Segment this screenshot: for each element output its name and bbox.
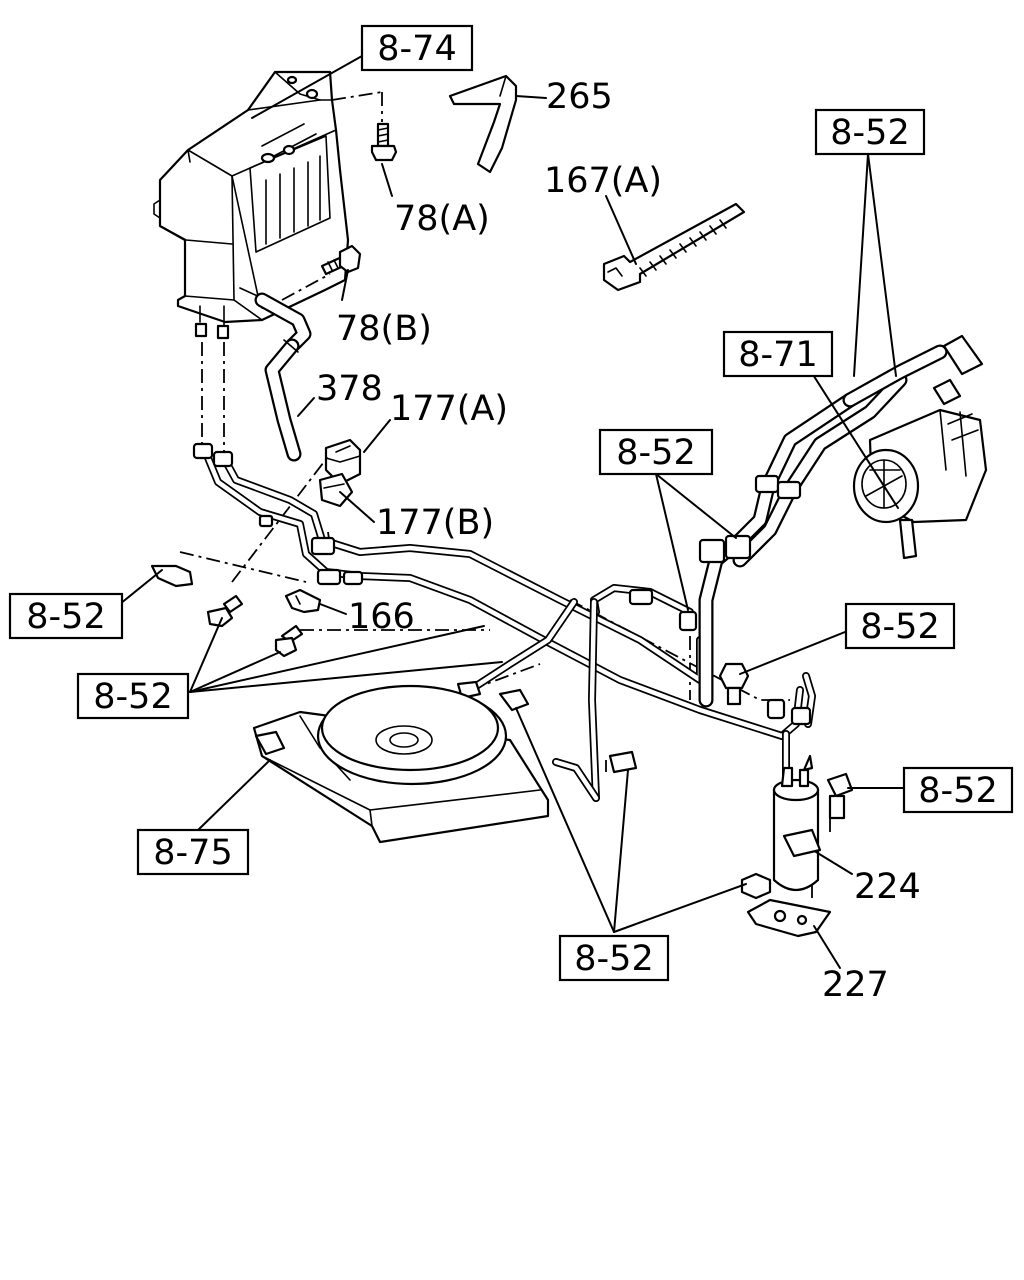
condenser-with-fan — [252, 684, 550, 844]
clip-8-52-left — [150, 564, 194, 588]
part-378-label: 378 — [316, 369, 383, 409]
nut-receiver-base — [740, 872, 772, 900]
ref-8-52-top-right-label: 8-52 — [830, 113, 909, 153]
ref-8-52-bottom-label: 8-52 — [574, 939, 653, 979]
bolt-left-a — [206, 594, 244, 628]
part-265-label: 265 — [546, 77, 613, 117]
ref-8-52-center: 8-52 — [598, 428, 714, 476]
ref-8-74-label: 8-74 — [377, 29, 456, 69]
bolt-left-b — [274, 624, 304, 658]
part-167a-label: 167(A) — [544, 161, 662, 201]
ref-8-52-right-low-label: 8-52 — [918, 771, 997, 811]
clip-166 — [284, 588, 322, 614]
ref-8-71: 8-71 — [722, 330, 834, 378]
ref-8-74: 8-74 — [360, 24, 474, 72]
bolt-receiver-bracket — [718, 662, 750, 706]
part-78a-label: 78(A) — [394, 199, 490, 239]
alignment-lines — [179, 91, 831, 900]
ref-8-52-right-mid: 8-52 — [844, 602, 956, 650]
part-177a-label: 177(A) — [390, 389, 508, 429]
part-166-label: 166 — [348, 597, 415, 637]
bracket-227 — [746, 898, 832, 938]
clamp-177a — [324, 438, 362, 486]
ref-8-75-label: 8-75 — [153, 833, 232, 873]
clamp-177b — [318, 472, 354, 508]
part-177b-label: 177(B) — [376, 503, 494, 543]
part-224-label: 224 — [854, 867, 921, 907]
ref-8-52-left-group: 8-52 — [76, 672, 190, 720]
compressor — [852, 334, 988, 560]
evaporator-unit — [153, 70, 350, 340]
ref-8-52-bottom: 8-52 — [558, 934, 670, 982]
refrigerant-pipes — [200, 344, 948, 802]
bolt-78a — [370, 122, 398, 162]
pipe-fittings — [192, 442, 812, 726]
ref-8-52-right-low: 8-52 — [902, 766, 1014, 814]
ref-8-52-left-label: 8-52 — [26, 597, 105, 637]
ref-8-75: 8-75 — [136, 828, 250, 876]
ref-8-52-top-right: 8-52 — [814, 108, 926, 156]
ref-8-52-left-group-label: 8-52 — [93, 677, 172, 717]
drain-hose-378 — [254, 292, 312, 462]
ref-8-52-center-label: 8-52 — [616, 433, 695, 473]
bracket-265 — [448, 74, 518, 174]
leader-lines — [119, 55, 905, 969]
cable-tie-167a — [602, 202, 746, 292]
bolt-center-low — [608, 750, 638, 774]
part-227-label: 227 — [822, 965, 889, 1005]
ref-8-52-left: 8-52 — [8, 592, 124, 640]
nut-center-b — [498, 688, 530, 712]
bolt-receiver — [826, 772, 854, 820]
ref-8-71-label: 8-71 — [738, 335, 817, 375]
part-78b-label: 78(B) — [336, 309, 432, 349]
ref-8-52-right-mid-label: 8-52 — [860, 607, 939, 647]
receiver-drier-224 — [772, 754, 822, 892]
bolt-78b — [320, 244, 362, 276]
